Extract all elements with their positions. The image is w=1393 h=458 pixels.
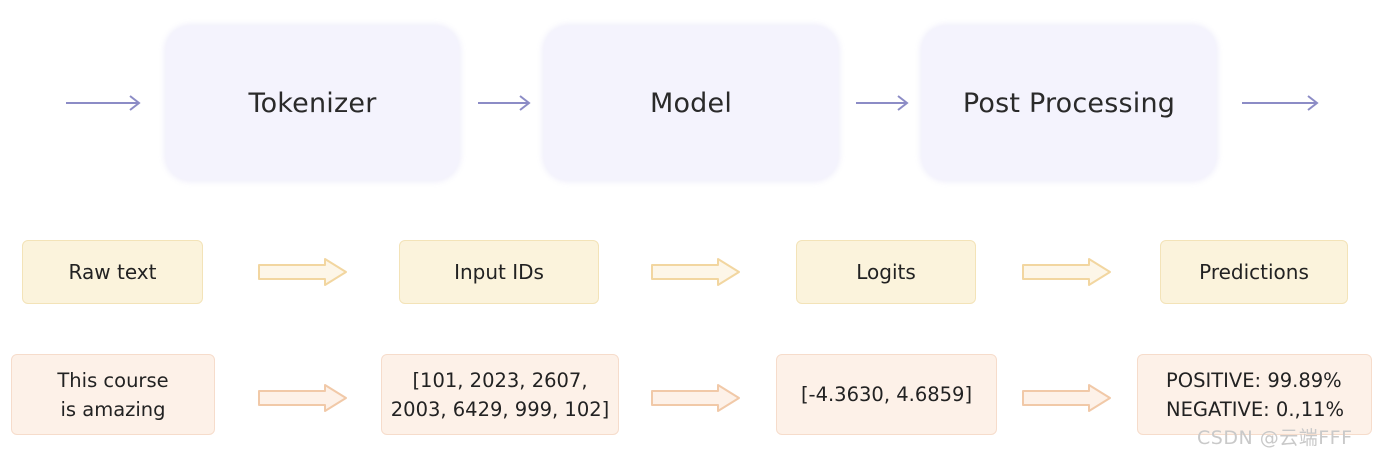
model-to-postprocessing-arrow-icon (854, 92, 910, 114)
logits-to-predictions-example-block-arrow-icon (1021, 383, 1113, 413)
logits-example-box: [-4.3630, 4.6859] (776, 354, 997, 435)
output-arrow-icon (1240, 92, 1320, 114)
logits-label: Logits (856, 260, 916, 284)
logits-example-value: [-4.3630, 4.6859] (800, 383, 973, 406)
logits-to-predictions-block-arrow-icon (1021, 257, 1113, 287)
tokenizer-label: Tokenizer (248, 87, 377, 119)
ids-to-logits-block-arrow-icon (650, 257, 742, 287)
input-ids-label: Input IDs (454, 260, 544, 284)
tokenizer-stage: Tokenizer (166, 26, 459, 180)
prediction-positive: POSITIVE: 99.89% (1166, 368, 1342, 392)
predictions-label: Predictions (1199, 260, 1309, 284)
input-ids-example-line: 2003, 6429, 999, 102] (390, 397, 610, 421)
predictions-label-box: Predictions (1160, 240, 1348, 304)
raw-to-ids-example-block-arrow-icon (257, 383, 349, 413)
raw-to-ids-block-arrow-icon (257, 257, 349, 287)
raw-text-label: Raw text (68, 260, 157, 284)
tokenizer-to-model-arrow-icon (476, 92, 532, 114)
raw-text-label-box: Raw text (22, 240, 203, 304)
raw-text-example-line: is amazing (60, 397, 166, 421)
input-ids-example-box: [101, 2023, 2607, 2003, 6429, 999, 102] (381, 354, 619, 435)
input-ids-example-line: [101, 2023, 2607, (412, 368, 588, 392)
model-label: Model (649, 87, 733, 119)
logits-label-box: Logits (796, 240, 976, 304)
input-arrow-icon (64, 92, 142, 114)
watermark: CSDN @云端FFF (1197, 427, 1353, 449)
post-processing-stage: Post Processing (922, 26, 1216, 180)
input-ids-label-box: Input IDs (399, 240, 599, 304)
ids-to-logits-example-block-arrow-icon (650, 383, 742, 413)
raw-text-example-box: This course is amazing (11, 354, 215, 435)
post-processing-label: Post Processing (962, 87, 1176, 119)
prediction-negative: NEGATIVE: 0.,11% (1166, 397, 1345, 421)
model-stage: Model (544, 26, 838, 180)
predictions-example-box: POSITIVE: 99.89% NEGATIVE: 0.,11% (1137, 354, 1372, 435)
raw-text-example-line: This course (57, 368, 169, 392)
